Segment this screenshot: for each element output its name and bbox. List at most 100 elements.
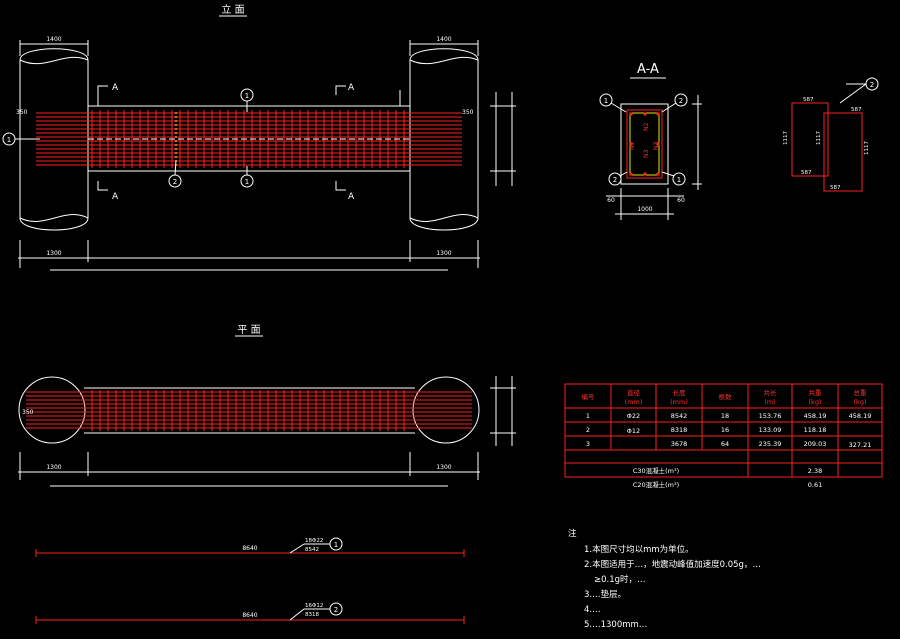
callout-number: 2: [679, 97, 683, 105]
table-cell: 8542: [671, 412, 688, 420]
elevation-bottom-dims: 1300 1300: [18, 240, 480, 271]
callout-number: 1: [245, 92, 249, 100]
table-cell: 118.18: [804, 426, 827, 434]
table-header-cell: 总重: [854, 388, 868, 397]
dim-350-right: 350: [462, 109, 474, 116]
dim-left-bottom: 1300: [46, 250, 61, 257]
dim-right-top: 1400: [436, 36, 451, 43]
table-cell: 3678: [671, 440, 688, 448]
section-bar-label: N3: [653, 142, 660, 150]
plan-view: 平 面 350 1300 1300: [18, 325, 516, 487]
note-line: ≥0.1g时，…: [594, 574, 646, 585]
section-title: A-A: [637, 62, 659, 77]
note-line: 1.本图尺寸均以mm为单位。: [584, 544, 694, 555]
right-column-break-bottom: [409, 214, 479, 222]
table-header-cell: (kg): [809, 398, 822, 406]
section-a-a-view: A-A N1 N2 N3 N3 1 2 2 1: [599, 62, 702, 220]
left-column-break-bottom: [19, 214, 89, 222]
table-header-cell: 根数: [719, 392, 733, 401]
callout-number: 1: [7, 136, 11, 144]
table-header-cell: 共重: [809, 388, 823, 397]
elevation-view: 立 面 A A A A: [2, 3, 516, 271]
section-bar-dot: [643, 172, 647, 176]
section-mark-a-right: A A: [335, 83, 355, 202]
section-bar-label: N3: [643, 150, 650, 158]
stirrup-callout: [865, 77, 879, 91]
callout-number: 2: [334, 606, 338, 614]
callout-number: 2: [613, 176, 617, 184]
section-bar-dot: [656, 142, 660, 146]
table-cell: Φ12: [627, 427, 640, 435]
section-bar-dot: [656, 112, 660, 116]
section-bar-label: N1: [629, 142, 636, 150]
section-mark-label: A: [348, 192, 355, 202]
callout-number: 1: [245, 178, 249, 186]
callout-number: 2: [173, 178, 177, 186]
section-outline: [620, 103, 669, 185]
table-cell: 458.19: [804, 412, 827, 420]
plan-right-vertical-dims: [490, 376, 516, 446]
elevation-callout-top: 1: [240, 88, 254, 112]
bar-1-callout: [329, 537, 343, 551]
right-column-break-top: [409, 56, 479, 65]
section-dim-60-right: 60: [677, 197, 685, 204]
stirrup-dim: 1117: [816, 131, 822, 145]
table-cell: 1: [586, 412, 590, 420]
table-cell: 2: [586, 426, 590, 434]
table-cell: 3: [586, 440, 590, 448]
dim-left-top: 1400: [46, 36, 61, 43]
table-footer-value: 0.61: [808, 481, 822, 489]
callout-number: 2: [870, 81, 874, 89]
table-header-cell: 共长: [764, 388, 778, 397]
section-callouts: 1 2 2 1: [599, 93, 688, 186]
table-cell: 64: [721, 440, 729, 448]
table-cell: 458.19: [849, 412, 872, 420]
table-header-cell: 编号: [582, 392, 596, 401]
stirrup-shape-right: [823, 112, 863, 192]
elevation-callout-left: 1: [2, 132, 40, 146]
notes-title: 注: [568, 528, 577, 539]
stirrup-dim: 587: [803, 97, 814, 103]
bar-2-cut-length: 8318: [305, 612, 319, 618]
stirrup-dim: 1117: [783, 131, 789, 145]
right-pier-column: [409, 48, 479, 231]
bar-2-length: 8640: [242, 612, 257, 619]
elevation-right-vertical-dims: [490, 92, 516, 186]
section-mark-label: A: [112, 192, 119, 202]
dim-right-bottom: 1300: [436, 250, 451, 257]
table-cell: Φ22: [627, 412, 640, 420]
dim-350-plan: 350: [22, 409, 34, 416]
stirrup-dim: 1117: [864, 141, 870, 155]
right-column-plan: [412, 376, 480, 444]
callout-number: 1: [334, 541, 338, 549]
bar-1-spec: 18Φ22: [305, 538, 323, 544]
table-cell: 209.03: [804, 440, 827, 448]
stirrup-leader: [839, 83, 867, 104]
table-footer-value: 2.38: [808, 467, 822, 475]
bar-1-cut-length: 8542: [305, 547, 319, 553]
elevation-callout-2: 2: [168, 159, 182, 188]
stirrup-dim: 587: [801, 170, 812, 176]
dim-350-left: 350: [16, 109, 28, 116]
table-cell: 153.76: [759, 412, 782, 420]
table-header-cell: (kg): [854, 398, 867, 406]
section-bar-dot: [629, 142, 633, 146]
table-border: [564, 383, 883, 478]
stirrup-dim: 587: [830, 185, 841, 191]
section-bar-dot: [629, 172, 633, 176]
table-cell: 16: [721, 426, 729, 434]
table-header-cell: 长度: [673, 388, 687, 397]
plan-dim-left-bottom: 1300: [46, 464, 61, 471]
elevation-title: 立 面: [221, 3, 244, 16]
callout-number: 1: [677, 176, 681, 184]
section-right-dims: [692, 95, 702, 190]
section-bar-dot: [629, 112, 633, 116]
table-cell: 8318: [671, 426, 688, 434]
note-line: 3.…垫层。: [584, 589, 626, 600]
plan-bottom-dims: 1300 1300: [18, 452, 480, 487]
section-bar-dot: [656, 172, 660, 176]
table-header-cell: 直径: [627, 388, 641, 397]
elevation-callout-bottom: 1: [240, 166, 254, 188]
